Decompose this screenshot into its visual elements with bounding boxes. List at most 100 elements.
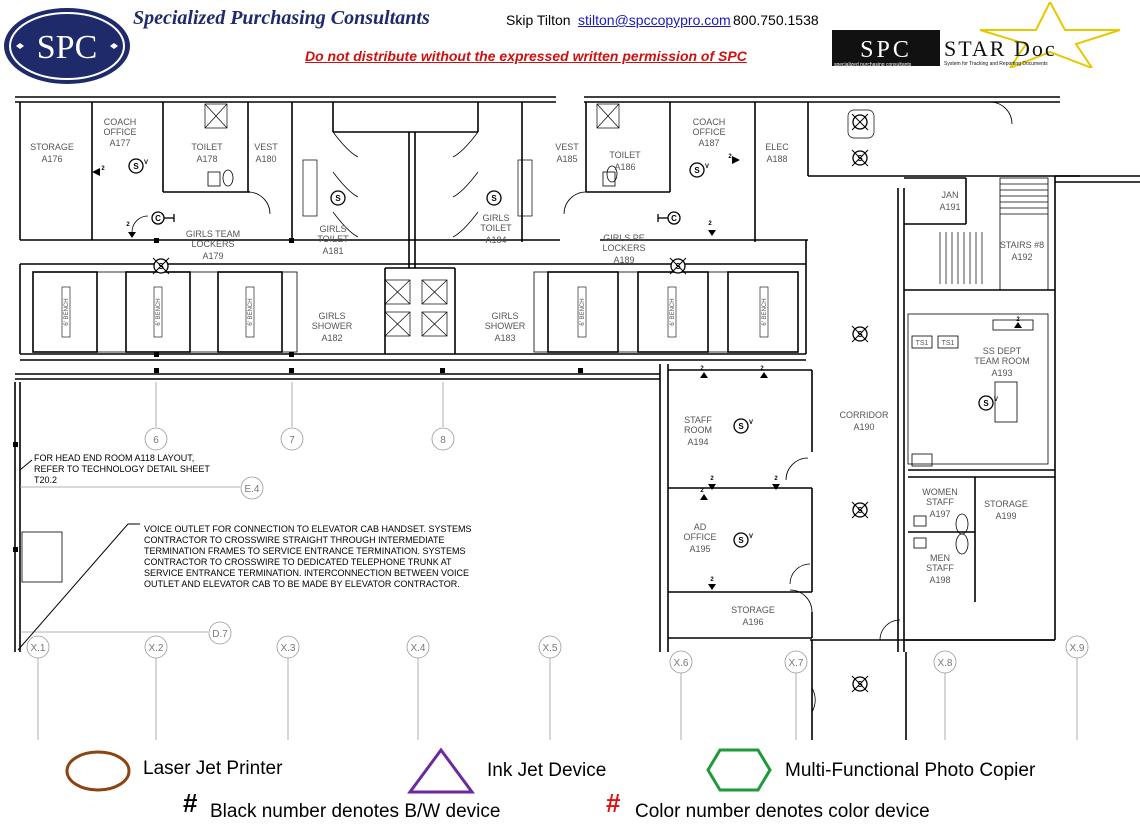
outlet-number: 2: [101, 166, 105, 172]
star-doc-logo: SPC STAR Doc specialized purchasing cons…: [832, 2, 1121, 68]
star-doc-sub-right: System for Tracking and Reporting Docume…: [944, 61, 1048, 67]
outlet-number: 2: [710, 577, 714, 583]
room-name: LOCKERS: [191, 239, 234, 249]
column-markers: [13, 238, 583, 552]
room-number: A186: [614, 162, 635, 172]
ts-label: TS1: [942, 340, 955, 347]
room-name: STAIRS #8: [1000, 240, 1044, 250]
mfp-legend-icon: [706, 748, 772, 792]
bench-label: 6' BENCH: [670, 298, 676, 325]
note-voice-line: TERMINATION FRAMES TO SERVICE ENTRANCE T…: [144, 546, 466, 556]
room-number: A180: [255, 154, 276, 164]
room-number: A179: [202, 251, 223, 261]
shower-cubicles: [204, 103, 875, 337]
room-number: A190: [853, 422, 874, 432]
speaker-letter: S: [491, 194, 497, 203]
room-name: STAFF: [926, 497, 954, 507]
room-number: A194: [687, 437, 708, 447]
mfp-label: Multi-Functional Photo Copier: [785, 760, 1036, 781]
room-number: A195: [689, 544, 710, 554]
legend: Laser Jet Printer Ink Jet Device Multi-F…: [0, 740, 1140, 828]
room-number: A185: [556, 154, 577, 164]
room-number: A197: [929, 509, 950, 519]
room-name: STORAGE: [731, 605, 775, 615]
grid-label-x7: X.7: [788, 658, 803, 669]
ink-jet-legend-icon: [407, 747, 475, 794]
clock-letter: C: [155, 214, 161, 223]
room-name: COACH: [693, 117, 726, 127]
room-name: STAFF: [684, 415, 712, 425]
room-name: TOILET: [609, 150, 641, 160]
outlet-number: 2: [760, 366, 764, 372]
grid-label-8: 8: [440, 435, 446, 446]
outlet-number: 2: [774, 476, 778, 482]
room-name: LOCKERS: [602, 243, 645, 253]
room-number: A184: [485, 235, 506, 245]
room-name: CORRIDOR: [840, 410, 889, 420]
room-number: A198: [929, 575, 950, 585]
room-number: A182: [321, 333, 342, 343]
speaker-letter: S: [738, 422, 744, 431]
ts-label: TS1: [916, 340, 929, 347]
room-number: A192: [1011, 252, 1032, 262]
room-name: JAN: [941, 190, 958, 200]
clock-letter: C: [671, 214, 677, 223]
speaker-letter: S: [857, 506, 863, 515]
note-leaders: [17, 459, 140, 651]
header: SPC Specialized Purchasing Consultants S…: [0, 0, 1140, 90]
room-name: OFFICE: [104, 127, 137, 137]
clock-symbols: [151, 211, 681, 225]
speaker-v: V: [749, 420, 753, 426]
room-name: GIRLS: [318, 311, 345, 321]
room-number: A187: [698, 138, 719, 148]
room-number: A181: [322, 246, 343, 256]
note-voice-line: SERVICE ENTRANCE TERMINATION. INTERCONNE…: [144, 568, 469, 578]
grid-label-d7: D.7: [212, 629, 228, 640]
outlet-symbols: [92, 156, 1022, 590]
bench-labels: 6' BENCH 6' BENCH 6' BENCH 6' BENCH 6' B…: [61, 286, 955, 347]
room-name: SHOWER: [485, 321, 526, 331]
bench-label: 6' BENCH: [248, 298, 254, 325]
speaker-letters: S S S S S S: [158, 154, 863, 689]
outlet-number: 2: [1016, 317, 1020, 323]
speaker-letter: S: [675, 262, 681, 271]
room-name: TOILET: [191, 142, 223, 152]
room-name: ELEC: [765, 142, 789, 152]
room-name: GIRLS: [482, 213, 509, 223]
room-name: GIRLS PE: [603, 233, 645, 243]
room-name: SS DEPT: [983, 346, 1022, 356]
speaker-letter: S: [857, 154, 863, 163]
company-name: Specialized Purchasing Consultants: [133, 7, 430, 29]
room-name: VEST: [254, 142, 278, 152]
ink-jet-label: Ink Jet Device: [487, 760, 607, 781]
notes: FOR HEAD END ROOM A118 LAYOUT, REFER TO …: [34, 453, 472, 589]
fixtures: [207, 165, 1034, 555]
room-name: TEAM ROOM: [974, 356, 1030, 366]
star-doc-sub-left: specialized purchasing consultants: [834, 62, 912, 68]
room-labels: STORAGE A176 COACH OFFICE A177 TOILET A1…: [30, 117, 1044, 627]
note-voice-line: OUTLET AND ELEVATOR CAB TO BE MADE BY EL…: [144, 579, 460, 589]
outlet-number: 2: [728, 154, 732, 160]
speaker-icon: [851, 113, 869, 131]
grid-label-e4: E.4: [244, 484, 259, 495]
room-name: ROOM: [684, 425, 712, 435]
room-name: MEN: [930, 553, 950, 563]
contact-phone: 800.750.1538: [733, 12, 819, 28]
room-number: A196: [742, 617, 763, 627]
distribution-notice: Do not distribute without the expressed …: [305, 48, 747, 64]
speaker-v: V: [144, 160, 148, 166]
contact-name: Skip Tilton: [506, 12, 571, 28]
room-name: GIRLS: [491, 311, 518, 321]
grid-label-x4: X.4: [410, 643, 425, 654]
grid-label-x8: X.8: [937, 658, 952, 669]
room-number: A176: [41, 154, 62, 164]
room-name: COACH: [104, 117, 137, 127]
grid-label-7: 7: [289, 435, 295, 446]
speaker-letter: S: [158, 262, 164, 271]
contact-email-link[interactable]: stilton@spccopypro.com: [578, 12, 731, 28]
spc-logo: SPC: [4, 8, 130, 84]
room-name: TOILET: [480, 223, 512, 233]
room-number: A199: [995, 511, 1016, 521]
room-number: A193: [991, 368, 1012, 378]
walls: [14, 96, 1140, 740]
